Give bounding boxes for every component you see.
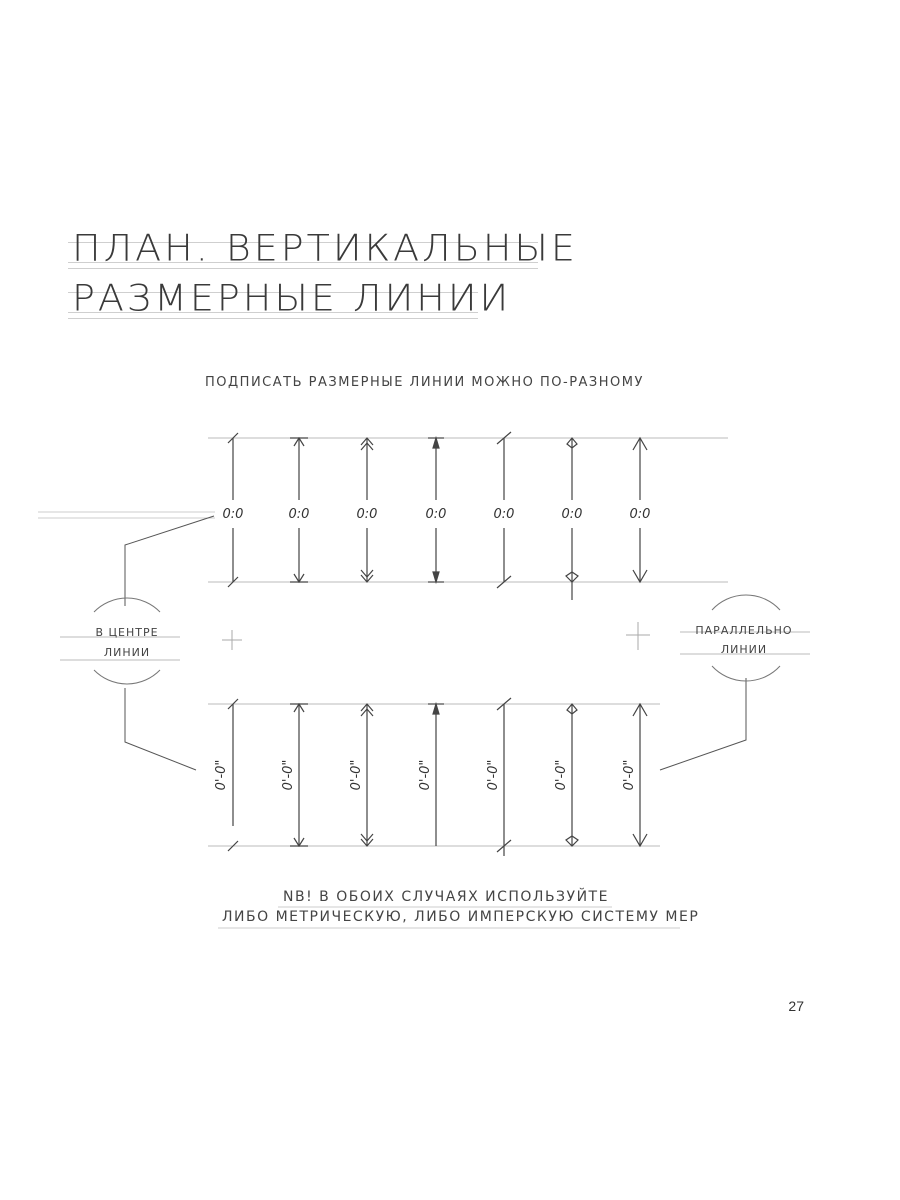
dimension-text: 0:0 xyxy=(630,507,651,522)
bubble-center xyxy=(93,597,161,613)
title-guide-line xyxy=(68,262,538,263)
dimension-text: 0:0 xyxy=(562,507,583,522)
label-parallel-line-1: ПАРАЛЛЕЛЬНО xyxy=(695,624,793,637)
label-parallel-line-2: ЛИНИИ xyxy=(720,643,768,656)
dimension-text-rotated: 0'-0" xyxy=(622,760,637,791)
bubble-parallel xyxy=(711,594,781,611)
dimension-text-rotated: 0'-0" xyxy=(349,760,364,791)
page-title-line-1: ПЛАН. ВЕРТИКАЛЬНЫЕ xyxy=(72,227,578,269)
title-guide-line xyxy=(68,268,538,269)
title-guide-line xyxy=(68,292,478,293)
page-number: 27 xyxy=(788,998,804,1014)
dimension-text: 0:0 xyxy=(357,507,378,522)
leader-line-right xyxy=(659,678,747,771)
top-dimension-group xyxy=(227,431,648,600)
dimension-text-rotated: 0'-0" xyxy=(214,760,229,791)
label-center-line-1: В ЦЕНТРЕ xyxy=(95,626,159,639)
dimension-text-rotated: 0'-0" xyxy=(281,760,296,791)
note-line-2: ЛИБО МЕТРИЧЕСКУЮ, ЛИБО ИМПЕРСКУЮ СИСТЕМУ… xyxy=(222,909,700,925)
dimension-text: 0:0 xyxy=(223,507,244,522)
dimension-text: 0:0 xyxy=(494,507,515,522)
dimension-text: 0:0 xyxy=(426,507,447,522)
dimension-text-rotated: 0'-0" xyxy=(554,760,569,791)
page-title-line-2: РАЗМЕРНЫЕ ЛИНИИ xyxy=(72,277,512,319)
top-dimension-texts: 0:0 0:0 0:0 0:0 0:0 0:0 0:0 xyxy=(223,507,651,522)
note-line-1: NB! В ОБОИХ СЛУЧАЯХ ИСПОЛЬЗУЙТЕ xyxy=(283,889,609,905)
title-guide-line xyxy=(68,312,478,313)
dimension-text: 0:0 xyxy=(289,507,310,522)
leader-line-bottom xyxy=(124,688,197,771)
title-guide-line xyxy=(68,318,478,319)
dimension-text-rotated: 0'-0" xyxy=(486,760,501,791)
label-center-line-2: ЛИНИИ xyxy=(103,646,151,659)
title-guide-line xyxy=(68,242,538,243)
subtitle: ПОДПИСАТЬ РАЗМЕРНЫЕ ЛИНИИ МОЖНО ПО-РАЗНО… xyxy=(205,375,644,390)
leader-line-top xyxy=(124,515,215,606)
bottom-dimension-texts: 0'-0" 0'-0" 0'-0" 0'-0" 0'-0" 0'-0" 0'-0… xyxy=(214,760,637,791)
dimension-text-rotated: 0'-0" xyxy=(418,760,433,791)
bottom-dimension-group xyxy=(227,697,648,856)
